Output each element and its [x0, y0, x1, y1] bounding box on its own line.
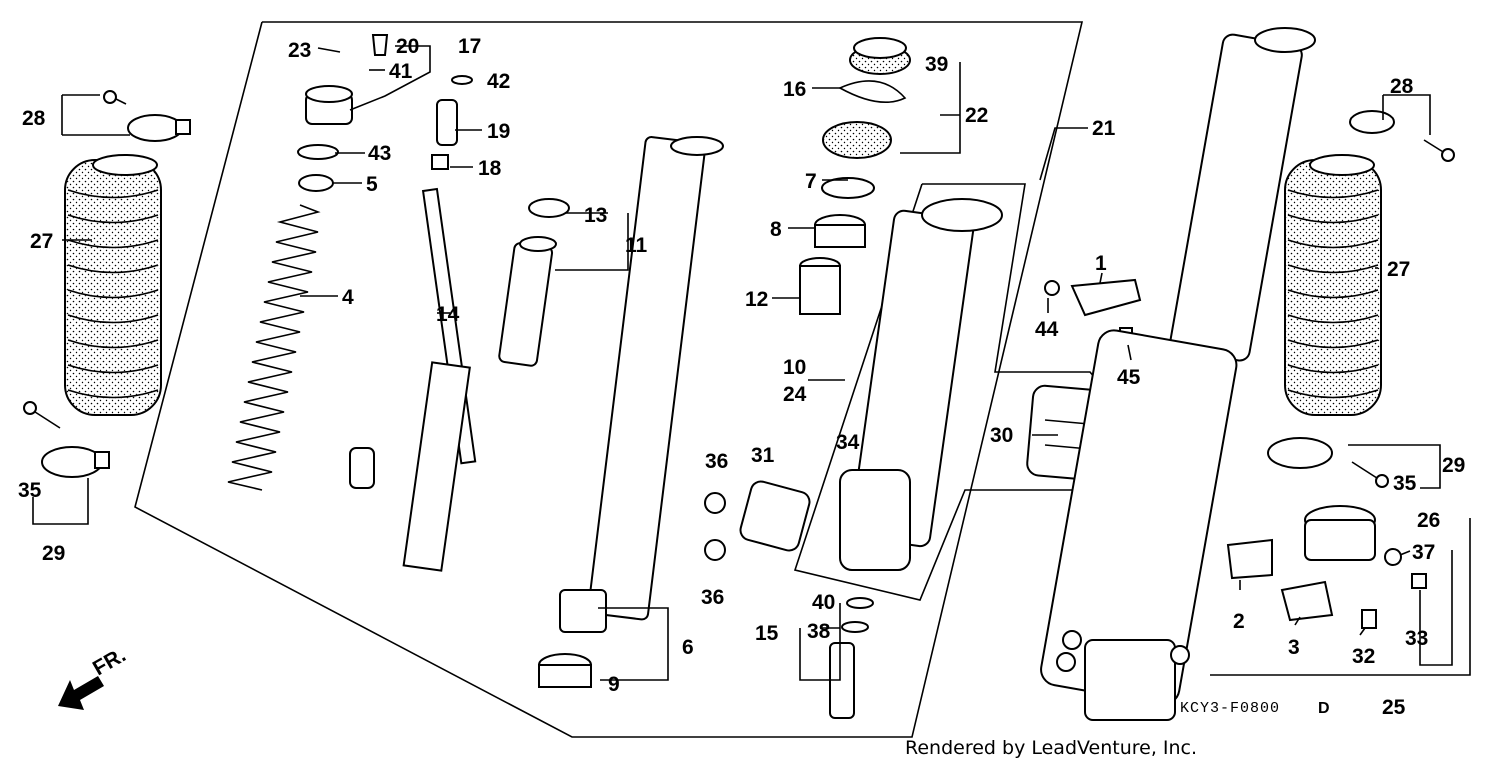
label-36-top: 36 — [705, 450, 728, 473]
label-40: 40 — [812, 591, 835, 614]
diagram-code: KCY3-F0800 — [1180, 700, 1280, 717]
label-13: 13 — [584, 204, 607, 227]
label-7: 7 — [805, 170, 817, 193]
label-24: 24 — [783, 383, 807, 406]
guard-parts-right — [1226, 505, 1427, 629]
label-12: 12 — [745, 288, 768, 311]
label-11: 11 — [625, 234, 648, 257]
label-36-bottom: 36 — [701, 586, 724, 609]
label-41: 41 — [389, 60, 413, 83]
dust-boot-left — [64, 154, 162, 416]
front-label: FR. — [89, 643, 130, 680]
label-38: 38 — [807, 620, 831, 643]
assembly-outline — [134, 21, 1084, 738]
label-18: 18 — [478, 157, 502, 180]
slide-bushing-9 — [538, 653, 592, 688]
label-31: 31 — [751, 444, 775, 467]
label-23: 23 — [288, 39, 311, 62]
outer-tube-10 — [839, 198, 1003, 571]
label-34: 34 — [836, 431, 860, 454]
bushing-8 — [814, 214, 866, 248]
fork-spring — [227, 204, 321, 491]
clip-16 — [838, 80, 907, 104]
label-25: 25 — [1382, 696, 1406, 719]
inner-tube-6 — [559, 136, 724, 633]
label-9: 9 — [608, 673, 620, 696]
damper-cartridge — [402, 198, 570, 572]
label-21: 21 — [1092, 117, 1116, 140]
backup-ring-7 — [821, 177, 875, 199]
label-26: 26 — [1417, 509, 1440, 532]
label-14: 14 — [436, 303, 460, 326]
bolt-15 — [829, 597, 874, 719]
label-15: 15 — [755, 622, 779, 645]
oil-seal-22 — [822, 121, 892, 159]
fork-assembly — [1040, 27, 1316, 721]
label-32: 32 — [1352, 645, 1375, 668]
label-35-right: 35 — [1393, 472, 1417, 495]
clamp-right-bottom — [1267, 437, 1389, 488]
label-22: 22 — [965, 104, 988, 127]
render-credit: Rendered by LeadVenture, Inc. — [905, 737, 1197, 759]
dust-boot-right — [1284, 154, 1382, 416]
washer-43 — [297, 144, 339, 160]
label-20: 20 — [396, 35, 419, 58]
label-28-left: 28 — [22, 107, 46, 130]
ring-42 — [451, 75, 473, 85]
label-27-right: 27 — [1387, 258, 1410, 281]
front-direction-marker: FR. — [58, 643, 130, 710]
label-17: 17 — [458, 35, 481, 58]
fork-cap — [305, 34, 389, 125]
label-33: 33 — [1405, 627, 1428, 650]
label-2: 2 — [1233, 610, 1245, 633]
axle-holder-31 — [704, 480, 811, 561]
label-37: 37 — [1412, 541, 1435, 564]
label-42: 42 — [487, 70, 510, 93]
part-labels: 28 27 35 29 23 20 17 41 42 43 5 19 18 4 … — [18, 35, 1465, 719]
label-16: 16 — [783, 78, 806, 101]
adjuster-19 — [431, 99, 458, 170]
label-6: 6 — [682, 636, 694, 659]
diagram-code-suffix: D — [1318, 700, 1330, 717]
label-27-left: 27 — [30, 230, 53, 253]
leader-lines — [32, 45, 1471, 681]
label-1: 1 — [1095, 252, 1107, 275]
label-44: 44 — [1035, 318, 1059, 341]
clamp-right-top — [1349, 110, 1455, 162]
label-45: 45 — [1117, 366, 1141, 389]
label-39: 39 — [925, 53, 948, 76]
seal-39 — [849, 37, 911, 75]
label-28-right: 28 — [1390, 75, 1414, 98]
label-10: 10 — [783, 356, 806, 379]
label-5: 5 — [366, 173, 378, 196]
label-8: 8 — [770, 218, 782, 241]
label-29-left: 29 — [42, 542, 65, 565]
clamp-left-bottom — [23, 401, 110, 478]
label-29-right: 29 — [1442, 454, 1465, 477]
label-30: 30 — [990, 424, 1013, 447]
seat-5 — [298, 174, 334, 192]
label-35-left: 35 — [18, 479, 42, 502]
clamp-left-top — [103, 90, 191, 142]
bushing-12 — [799, 257, 841, 315]
label-19: 19 — [487, 120, 510, 143]
front-arrow-icon — [58, 676, 104, 710]
bracket-1 — [1044, 278, 1142, 343]
label-3: 3 — [1288, 636, 1300, 659]
label-4: 4 — [342, 286, 354, 309]
label-43: 43 — [368, 142, 391, 165]
